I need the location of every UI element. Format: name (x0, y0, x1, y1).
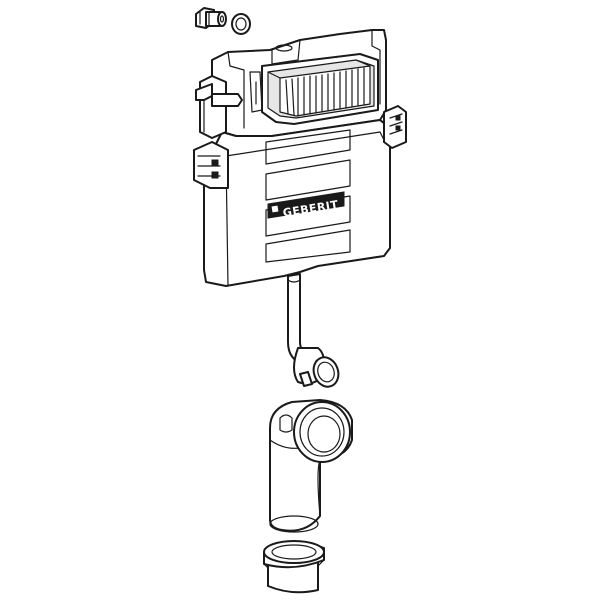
flush-pipe (287, 273, 340, 388)
cistern: GEBERIT (193, 29, 407, 287)
connector-sleeve (263, 540, 325, 594)
pan-connector-bend (269, 399, 353, 533)
o-ring-seal (231, 13, 251, 35)
right-bracket (383, 105, 407, 149)
left-bracket (193, 75, 243, 189)
frame-block (261, 53, 379, 125)
connector-fitting (195, 7, 227, 29)
